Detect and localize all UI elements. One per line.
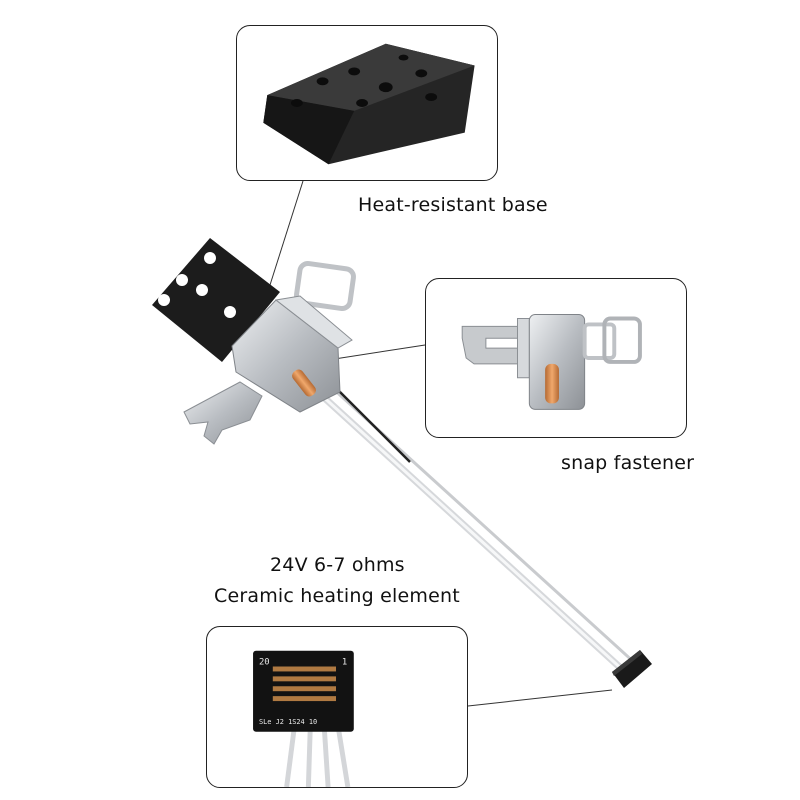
silk-label-bottom: SLe J2 1S24 10 [259, 718, 317, 726]
leader-line-snap [327, 344, 426, 361]
silk-label-1: 1 [342, 658, 347, 668]
leader-line-connector [467, 689, 613, 707]
callout-box-connector: 20 1 SLe J2 1S24 10 [206, 626, 468, 788]
snap-wire-loop [294, 260, 356, 312]
metal-bracket [183, 381, 263, 445]
wire-connector-block [612, 650, 652, 688]
label-heat-resistant-base: Heat-resistant base [358, 194, 548, 216]
silk-label-20: 20 [259, 658, 270, 668]
base-plate [152, 238, 280, 362]
callout-box-base [236, 25, 498, 181]
label-snap-fastener: snap fastener [561, 452, 695, 474]
callout-box-snap-fastener [425, 278, 687, 438]
leader-line-base [269, 180, 304, 286]
label-voltage-resistance: 24V 6-7 ohms [270, 554, 405, 576]
base-closeup-image [263, 43, 475, 165]
snap-fastener-closeup-image [461, 314, 642, 410]
metal-clamp-body [231, 295, 353, 413]
heating-element-rod [315, 384, 638, 675]
label-ceramic-heating-element: Ceramic heating element [214, 585, 460, 607]
connector-closeup-image: 20 1 SLe J2 1S24 10 [253, 650, 354, 787]
